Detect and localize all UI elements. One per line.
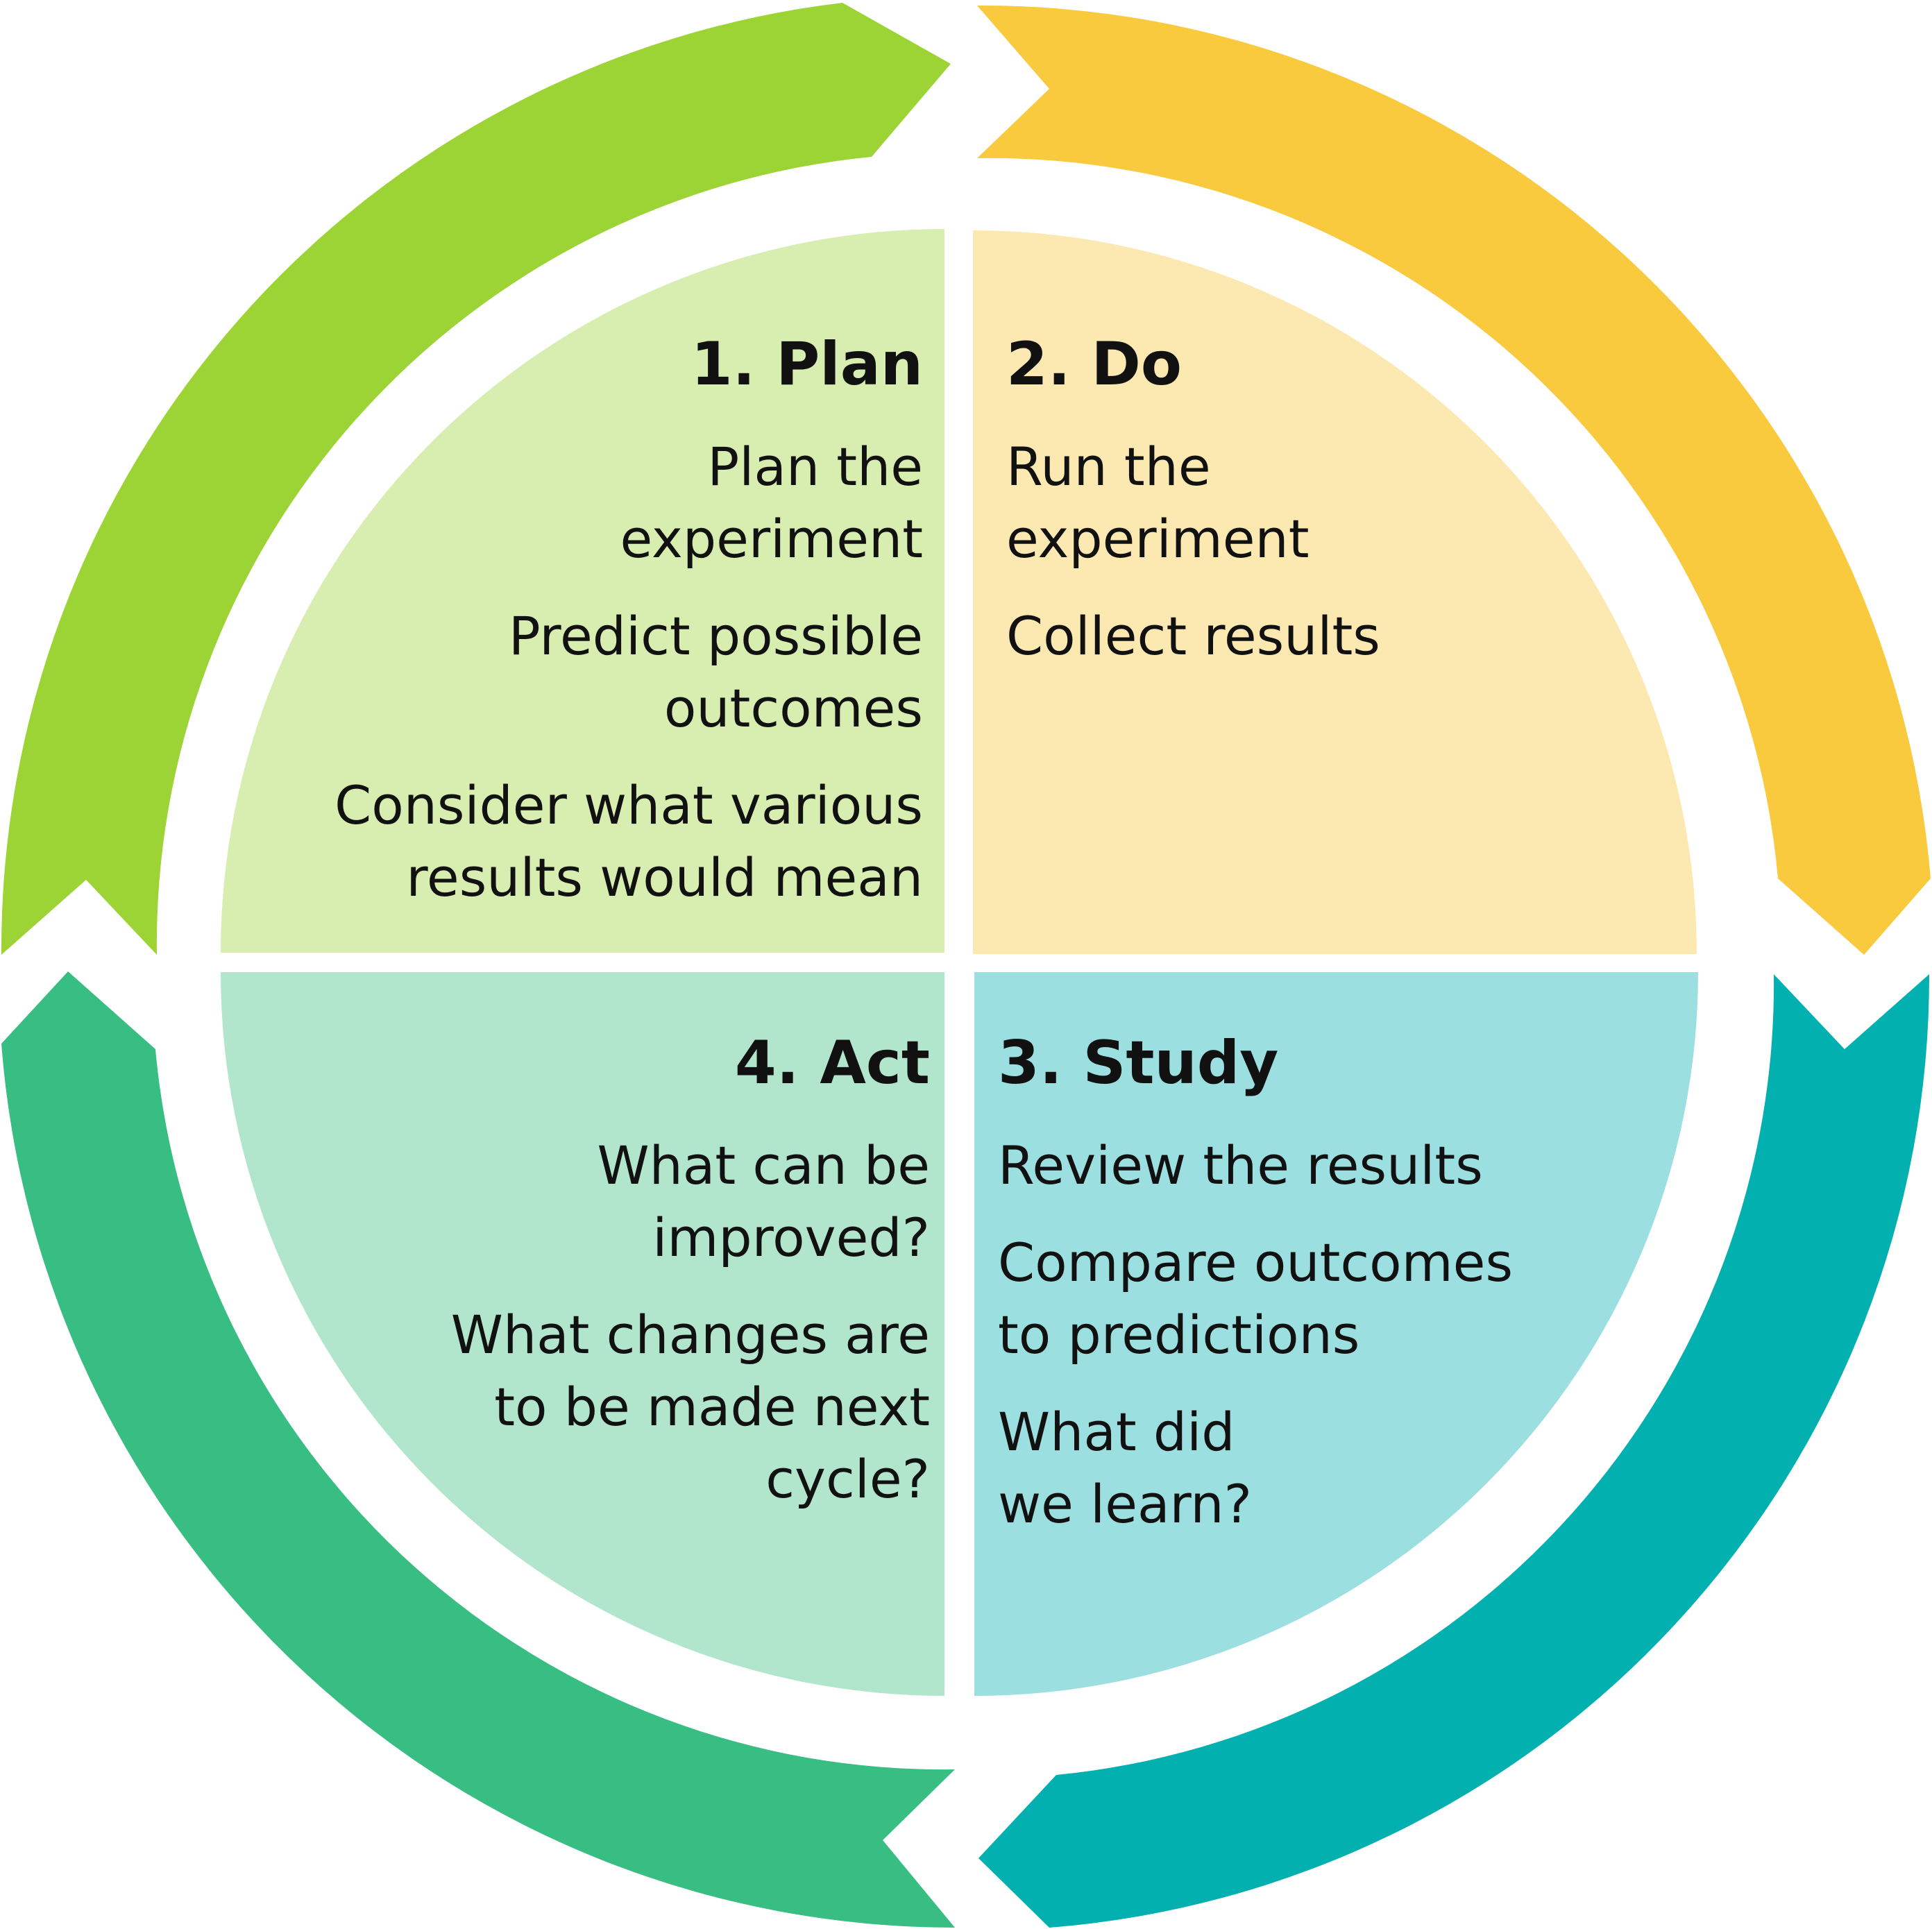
do-item: Collect results [1006, 605, 1380, 667]
act-heading: 4. Act [734, 1028, 930, 1098]
act-item: What can be improved? [597, 1135, 930, 1268]
plan-text-block: 1. Plan Plan the experiment Predict poss… [298, 330, 923, 939]
study-item: Compare outcomes to predictions [998, 1232, 1514, 1366]
plan-quadrant [221, 229, 944, 953]
plan-item: Predict possible outcomes [508, 605, 923, 739]
plan-item: Consider what various results would mean [334, 774, 923, 908]
act-arrow [1, 971, 955, 1928]
act-quadrant [221, 972, 944, 1696]
do-item: Run the experiment [1006, 436, 1310, 570]
do-heading: 2. Do [1006, 330, 1182, 399]
plan-heading: 1. Plan [690, 330, 923, 399]
act-text-block: 4. Act What can be improved? What change… [305, 1028, 930, 1540]
study-item: What did we learn? [998, 1401, 1252, 1535]
do-quadrant [973, 230, 1697, 954]
do-text-block: 2. Do Run the experiment Collect results [1006, 330, 1631, 697]
study-quadrant [974, 972, 1698, 1696]
act-item: What changes are to be made next cycle? [450, 1304, 930, 1510]
do-arrow [977, 5, 1931, 955]
study-item: Review the results [998, 1135, 1483, 1196]
study-text-block: 3. Study Review the results Compare outc… [998, 1028, 1636, 1565]
study-heading: 3. Study [998, 1028, 1279, 1098]
plan-item: Plan the experiment [620, 436, 923, 570]
plan-arrow [1, 3, 951, 955]
study-arrow [978, 974, 1930, 1928]
